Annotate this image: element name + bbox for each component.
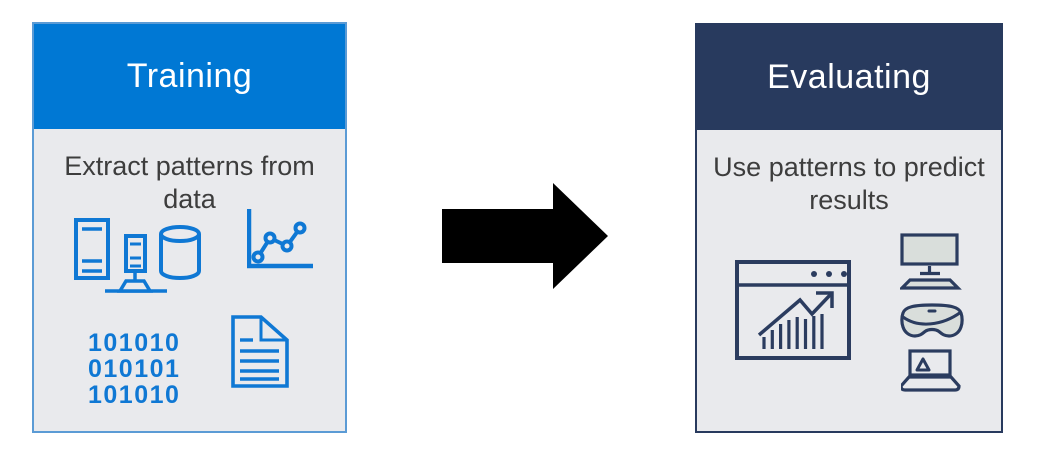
binary-line: 010101 — [88, 355, 181, 383]
line-chart-icon — [247, 209, 313, 269]
browser-chart-icon — [735, 260, 851, 360]
training-card: Training Extract patterns from data — [32, 22, 347, 433]
servers-database-icon — [74, 218, 201, 293]
laptop-icon — [901, 349, 961, 392]
evaluating-card-header: Evaluating — [697, 25, 1001, 130]
training-title: Training — [126, 57, 253, 95]
binary-code-text: 101010 010101 101010 — [88, 329, 181, 409]
evaluating-description: Use patterns to predict results — [713, 152, 985, 215]
binary-line: 101010 — [88, 381, 181, 409]
training-description: Extract patterns from data — [64, 151, 315, 214]
right-arrow-icon — [442, 183, 608, 289]
vr-headset-icon — [900, 303, 964, 338]
document-icon — [231, 315, 289, 388]
evaluating-card: Evaluating Use patterns to predict resul… — [695, 23, 1003, 433]
binary-line: 101010 — [88, 329, 181, 357]
training-card-header: Training — [34, 24, 345, 129]
evaluating-card-body: Use patterns to predict results — [697, 130, 1001, 431]
evaluating-title: Evaluating — [767, 58, 931, 96]
monitor-icon — [900, 233, 962, 290]
training-card-body: Extract patterns from data — [34, 129, 345, 431]
